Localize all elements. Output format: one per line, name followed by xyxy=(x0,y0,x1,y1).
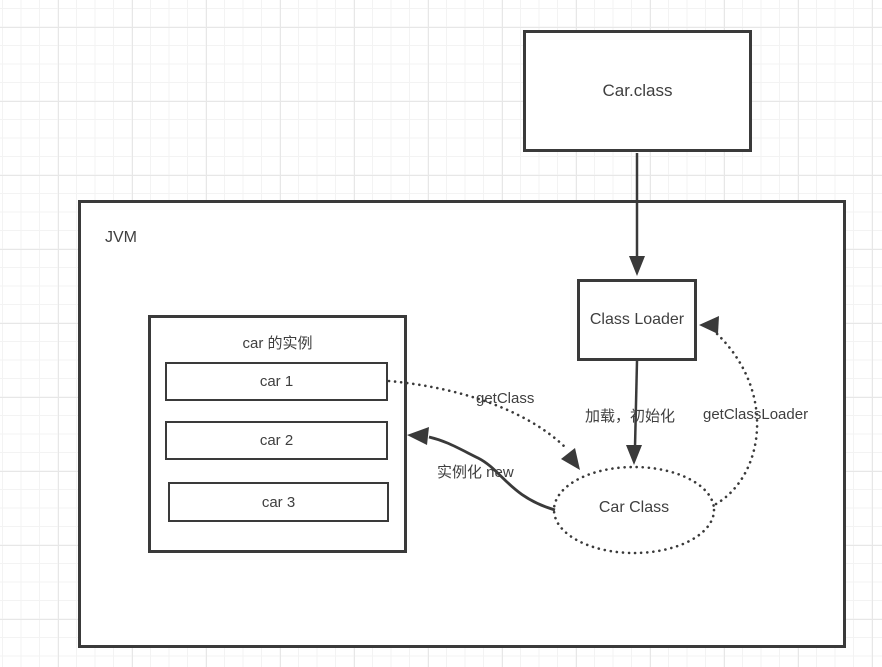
node-class-loader: Class Loader xyxy=(577,279,697,361)
car-class-object-label: Car Class xyxy=(598,499,670,516)
edge-label-getclass: getClass xyxy=(476,390,535,407)
car2-label: car 2 xyxy=(259,432,294,449)
node-car-class-file: Car.class xyxy=(523,30,752,152)
edge-label-instantiate: 实例化 new xyxy=(437,464,514,481)
car-class-file-label: Car.class xyxy=(602,81,673,100)
node-car3: car 3 xyxy=(168,482,389,522)
car1-label: car 1 xyxy=(259,373,294,390)
edge-label-getclassloader: getClassLoader xyxy=(703,406,809,423)
node-car2: car 2 xyxy=(165,421,388,460)
node-car1: car 1 xyxy=(165,362,388,401)
car-instances-title: car 的实例 xyxy=(242,335,313,352)
jvm-label: JVM xyxy=(105,229,137,246)
class-loader-label: Class Loader xyxy=(589,311,685,328)
edge-label-load-init: 加载，初始化 xyxy=(585,408,676,425)
car3-label: car 3 xyxy=(261,493,296,511)
